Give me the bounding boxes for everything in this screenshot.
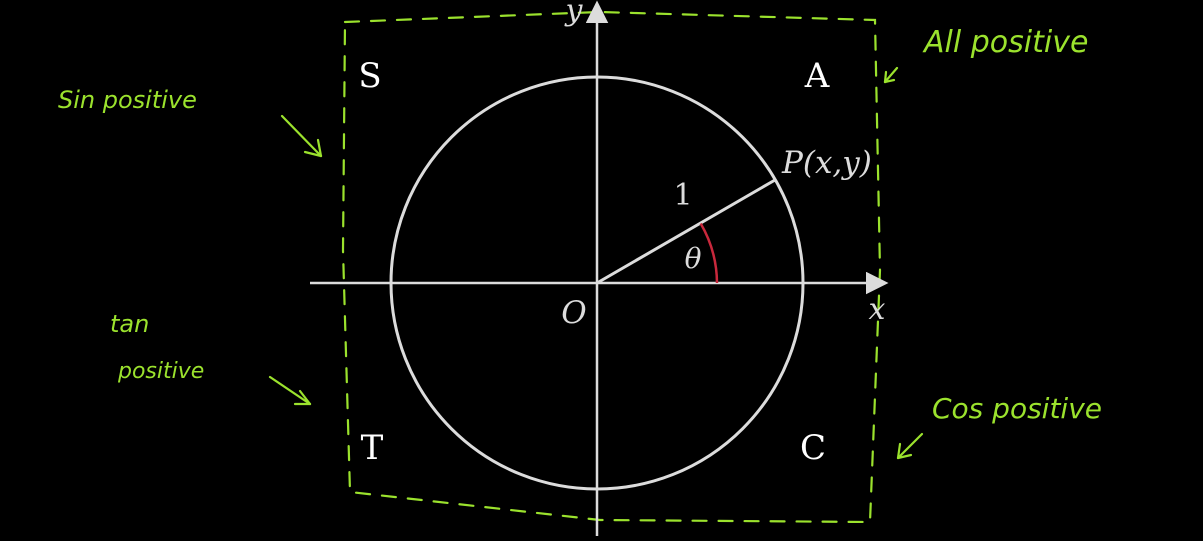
origin-label: O <box>561 295 586 331</box>
annotation-tan-positive: positive <box>117 359 204 384</box>
arrow-to-quadrant-1-icon <box>883 66 899 84</box>
quadrant-letter-t: T <box>361 428 384 468</box>
x-axis-label: x <box>869 292 886 327</box>
radius-label: 1 <box>673 178 692 213</box>
unit-circle <box>389 75 805 491</box>
arrow-to-quadrant-2-icon <box>280 114 323 158</box>
annotation-all-positive: All positive <box>922 25 1088 60</box>
dashed-boundary-box <box>341 10 882 524</box>
annotation-sin-positive: Sin positive <box>58 86 197 114</box>
quadrant-letter-c: C <box>800 428 826 468</box>
quadrant-letter-a: A <box>804 56 830 96</box>
y-axis-label: y <box>564 0 584 28</box>
angle-arc <box>699 222 719 284</box>
arrow-to-quadrant-4-icon <box>896 432 924 460</box>
annotation-cos-positive: Cos positive <box>932 392 1102 425</box>
quadrant-letter-s: S <box>358 56 381 96</box>
radius-line <box>596 178 776 285</box>
angle-label: θ <box>685 242 702 275</box>
annotation-tan: tan <box>110 310 149 338</box>
point-label: P(x,y) <box>781 145 872 181</box>
arrow-to-quadrant-3-icon <box>268 375 312 406</box>
